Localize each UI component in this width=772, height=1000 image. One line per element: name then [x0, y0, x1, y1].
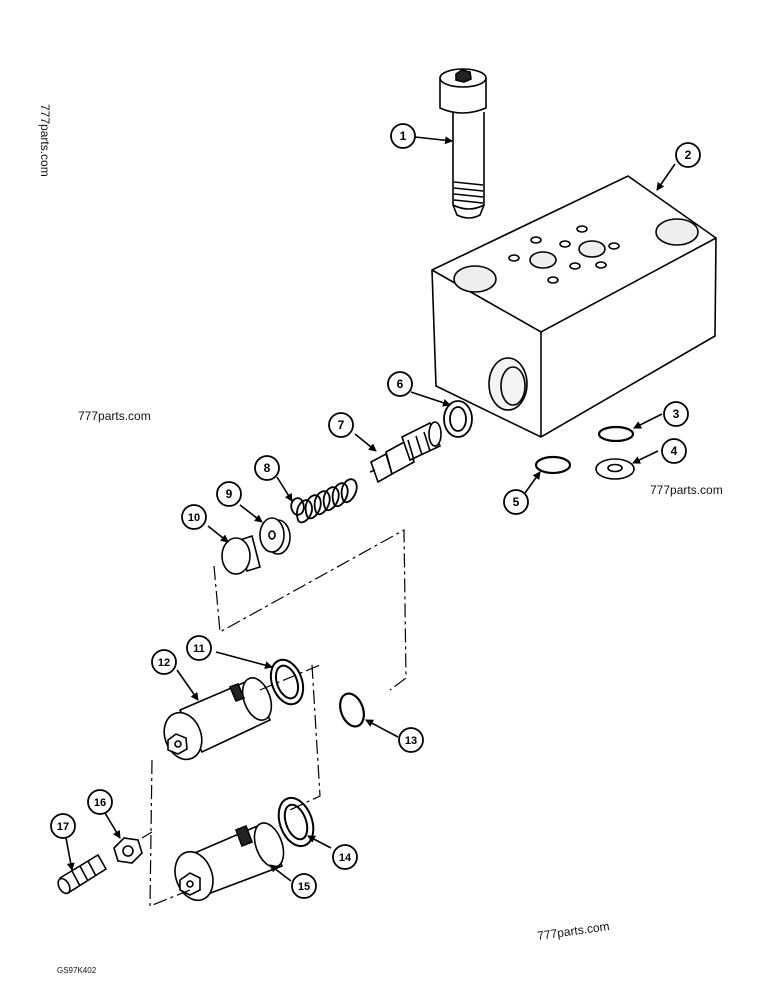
callout-circle: [661, 438, 687, 464]
plug-part-10: [221, 534, 261, 575]
callout-number: 9: [226, 487, 233, 501]
callout-11: 11: [186, 635, 212, 661]
callout-number: 13: [405, 735, 417, 747]
o-ring-part-5: [534, 455, 572, 475]
backup-ring-part-12: [269, 658, 305, 706]
callout-8: 8: [254, 455, 280, 481]
callout-6: 6: [387, 371, 413, 397]
spring-part-8: [290, 478, 358, 524]
callout-circle: [332, 844, 358, 870]
callout-16: 16: [87, 789, 113, 815]
callout-number: 2: [685, 148, 692, 162]
callout-10: 10: [181, 504, 207, 530]
callout-circle: [387, 371, 413, 397]
callout-1: 1: [390, 123, 416, 149]
callout-number: 10: [188, 512, 200, 524]
callout-number: 1: [400, 129, 407, 143]
leader-lines: [65, 136, 676, 882]
callout-15: 15: [291, 873, 317, 899]
callout-number: 8: [264, 461, 271, 475]
o-ring-part-11: [339, 692, 365, 728]
callout-circle: [151, 649, 177, 675]
drawing-code: GS97K402: [57, 966, 97, 975]
seal-ring-part-6: [443, 400, 473, 438]
callout-number: 11: [193, 643, 205, 655]
callout-number: 12: [158, 657, 170, 669]
assembly-centerlines: [141, 528, 407, 907]
callout-number: 4: [671, 444, 678, 458]
callout-2: 2: [675, 142, 701, 168]
callout-circle: [50, 813, 76, 839]
nut-part-16: [113, 837, 143, 864]
callout-circle: [87, 789, 113, 815]
callout-number: 6: [397, 377, 404, 391]
cartridge-part-13: [163, 677, 273, 761]
callout-number: 15: [298, 881, 310, 893]
callout-circle: [291, 873, 317, 899]
callout-circle: [328, 412, 354, 438]
o-ring-part-3: [597, 425, 635, 443]
callout-number: 7: [338, 418, 345, 432]
callout-number: 3: [673, 407, 680, 421]
callout-5: 5: [503, 489, 529, 515]
poppet-part-7: [369, 421, 442, 484]
callout-number: 14: [339, 852, 352, 864]
callout-circle: [503, 489, 529, 515]
watermark-right: 777parts.com: [650, 483, 723, 497]
callout-4: 4: [661, 438, 687, 464]
callout-number: 17: [57, 821, 69, 833]
callout-circle: [181, 504, 207, 530]
cap-screw-part-1: [439, 68, 487, 219]
callout-circle: [254, 455, 280, 481]
callout-9: 9: [216, 481, 242, 507]
callout-circle: [398, 727, 424, 753]
callout-3: 3: [663, 401, 689, 427]
watermark-left: 777parts.com: [78, 409, 151, 423]
washer-part-4: [595, 458, 635, 480]
callout-14: 14: [332, 844, 358, 870]
callout-circle: [663, 401, 689, 427]
cartridge-part-15: [174, 822, 285, 902]
callout-13: 13: [398, 727, 424, 753]
callout-circle: [216, 481, 242, 507]
callout-circle: [390, 123, 416, 149]
callout-number: 16: [94, 797, 106, 809]
backup-ring-part-14: [277, 796, 315, 848]
callout-17: 17: [50, 813, 76, 839]
washer-part-9: [259, 517, 291, 555]
callout-7: 7: [328, 412, 354, 438]
callout-12: 12: [151, 649, 177, 675]
set-screw-part-17: [57, 853, 108, 895]
callout-circle: [186, 635, 212, 661]
valve-block-part-2: [431, 175, 717, 438]
callout-circle: [675, 142, 701, 168]
callout-number: 5: [513, 495, 520, 509]
